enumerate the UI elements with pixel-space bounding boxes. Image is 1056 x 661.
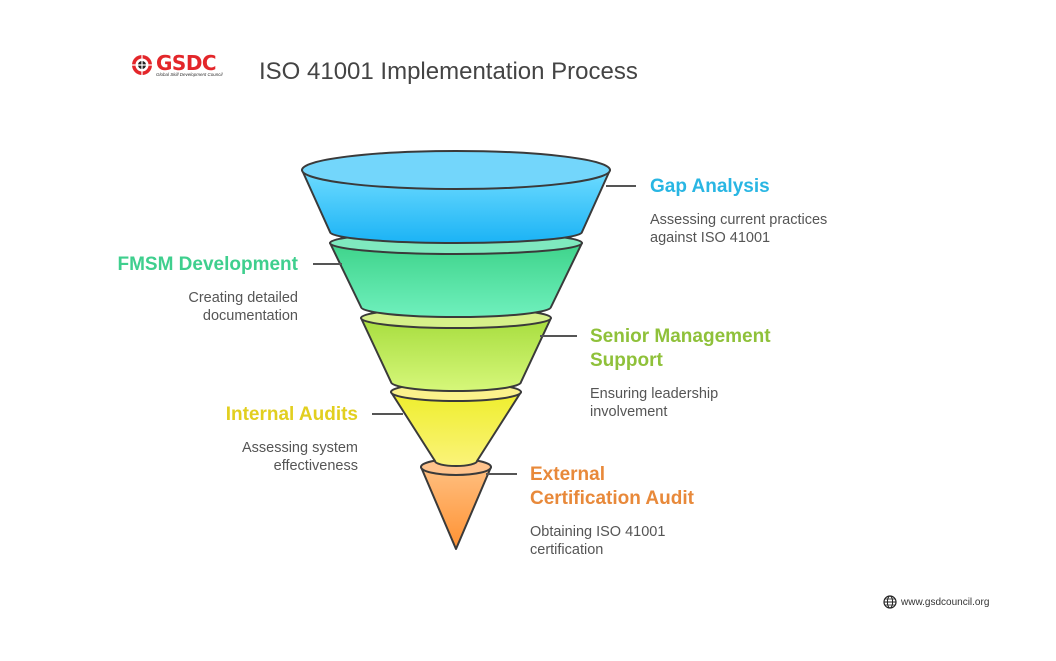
stage-label-gap-analysis: Gap Analysis bbox=[650, 176, 770, 197]
label-line: Certification Audit bbox=[530, 488, 694, 509]
label-line: External bbox=[530, 464, 605, 485]
globe-icon bbox=[883, 595, 897, 609]
label-line: Support bbox=[590, 350, 663, 371]
desc-line: Assessing system bbox=[241, 440, 358, 456]
funnel-segment-gap-analysis bbox=[301, 169, 611, 244]
footer-url[interactable]: www.gsdcouncil.org bbox=[901, 596, 990, 608]
desc-line: certification bbox=[530, 542, 604, 558]
logo-text: GSDC bbox=[156, 51, 217, 75]
stage-label-internal-audits: Internal Audits bbox=[225, 404, 358, 425]
funnel-rim-1 bbox=[301, 150, 611, 190]
stage-desc-external-certification: Obtaining ISO 41001 certification bbox=[530, 523, 665, 559]
footer: www.gsdcouncil.org bbox=[883, 594, 989, 610]
desc-line: Obtaining ISO 41001 bbox=[530, 524, 666, 540]
label-line: Senior Management bbox=[590, 326, 771, 347]
desc-line: effectiveness bbox=[273, 458, 358, 474]
stage-desc-gap-analysis: Assessing current practices against ISO … bbox=[650, 211, 827, 247]
funnel-segment-senior-management bbox=[360, 317, 552, 392]
stage-desc-fmsm-development: Creating detailed documentation bbox=[188, 289, 298, 325]
desc-line: against ISO 41001 bbox=[650, 230, 771, 246]
desc-line: Creating detailed bbox=[188, 290, 298, 306]
stage-label-senior-management: Senior Management Support bbox=[590, 325, 771, 373]
stage-label-fmsm-development: FMSM Development bbox=[117, 254, 298, 275]
stage-desc-senior-management: Ensuring leadership involvement bbox=[590, 385, 718, 421]
globe-logo-icon bbox=[132, 55, 152, 75]
gsdc-logo: GSDC Global Skill Development Council bbox=[130, 50, 223, 80]
funnel-segment-external-certification bbox=[420, 466, 492, 550]
page-title: ISO 41001 Implementation Process bbox=[259, 58, 638, 85]
logo-subtext: Global Skill Development Council bbox=[156, 72, 223, 77]
stage-desc-internal-audits: Assessing system effectiveness bbox=[242, 439, 358, 475]
funnel-segment-internal-audits bbox=[390, 391, 522, 467]
stage-label-external-certification: External Certification Audit bbox=[530, 463, 694, 511]
desc-line: involvement bbox=[590, 404, 668, 420]
funnel-segment-fmsm-development bbox=[329, 242, 583, 318]
desc-line: Ensuring leadership bbox=[590, 386, 719, 402]
desc-line: Assessing current practices bbox=[650, 212, 828, 228]
desc-line: documentation bbox=[202, 308, 298, 324]
